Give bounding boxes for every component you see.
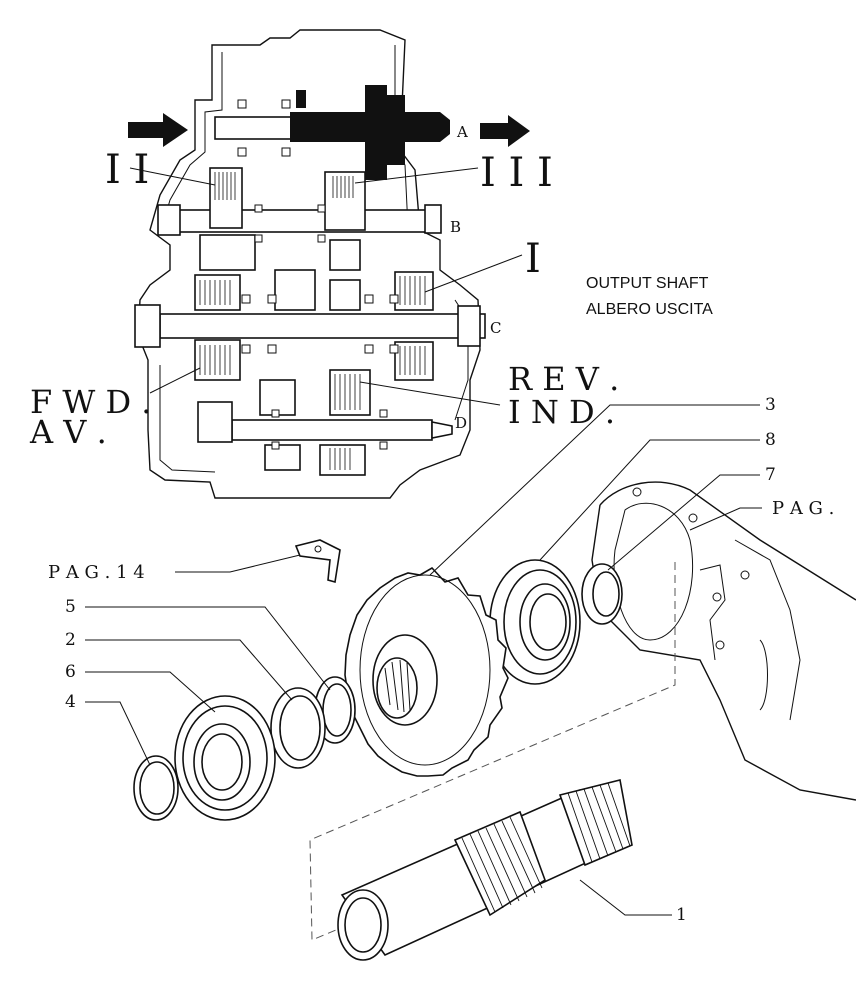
housing-cover bbox=[591, 481, 856, 801]
gear-iii-label: I I I bbox=[480, 150, 553, 196]
bearing-part-6 bbox=[174, 695, 276, 821]
ind-label: I N D . bbox=[508, 393, 615, 431]
title-line-2: ALBERO USCITA bbox=[586, 301, 713, 318]
callout-7: 7 bbox=[765, 465, 776, 485]
gear-i-label: I bbox=[525, 236, 541, 282]
shaft-a-label: A bbox=[456, 123, 468, 141]
callout-1: 1 bbox=[676, 905, 687, 925]
callout-6: 6 bbox=[65, 662, 76, 682]
shaft-d-label: D bbox=[455, 414, 467, 432]
output-arrow-icon bbox=[480, 115, 530, 147]
shaft-b-label: B bbox=[450, 218, 461, 236]
bracket-pag14 bbox=[294, 539, 341, 584]
callout-5: 5 bbox=[65, 597, 76, 617]
transmission-section-view: A B C D I I I I I I F W D . A V . R E V … bbox=[29, 29, 619, 499]
circlip-part-4 bbox=[133, 755, 179, 821]
seal-part-7 bbox=[581, 563, 623, 625]
gear-ii-label: I I bbox=[105, 147, 149, 193]
output-shaft-part-1 bbox=[337, 779, 633, 961]
callout-4: 4 bbox=[65, 692, 76, 712]
shaft-c-label: C bbox=[490, 319, 501, 337]
callout-2: 2 bbox=[65, 630, 76, 650]
input-arrow-icon bbox=[128, 113, 188, 147]
fwd-label: F W D . bbox=[30, 383, 151, 421]
callout-3: 3 bbox=[765, 395, 776, 415]
callout-pag14: P A G . 1 4 bbox=[48, 562, 145, 583]
rev-label: R E V . bbox=[508, 360, 619, 398]
washer-part-2 bbox=[270, 687, 326, 769]
callout-leaders bbox=[85, 404, 762, 916]
av-label: A V . bbox=[29, 413, 107, 451]
gear-part-3 bbox=[344, 566, 509, 777]
bearing-part-8 bbox=[489, 559, 581, 685]
callout-8: 8 bbox=[765, 430, 776, 450]
callout-pag: P A G . bbox=[772, 498, 834, 519]
title-line-1: OUTPUT SHAFT bbox=[586, 275, 709, 292]
